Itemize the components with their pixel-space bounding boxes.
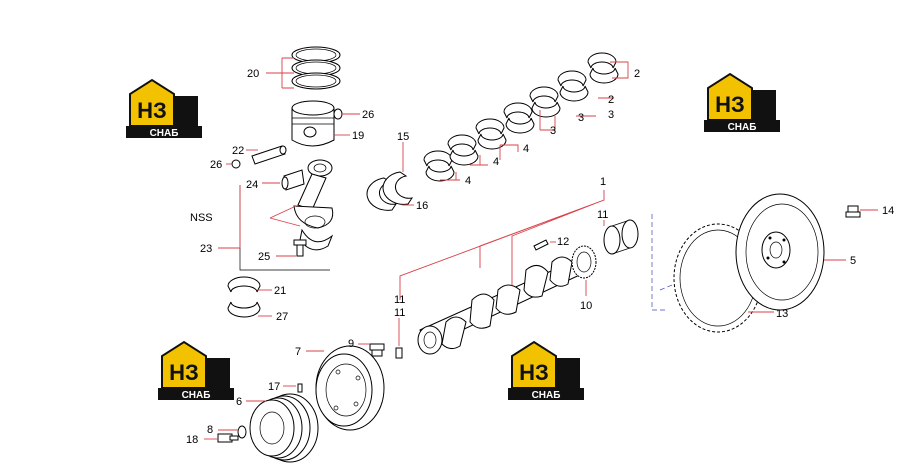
label-4: 4 [523,143,529,155]
label-21: 21 [274,285,286,297]
label-27: 27 [276,311,288,323]
pulley-pin [297,383,303,393]
label-20: 20 [247,68,259,80]
label-1: 1 [600,176,606,188]
label-3: 3 [550,125,556,137]
label-18: 18 [186,434,198,446]
main-bearing-shells [423,52,619,182]
svg-text:СНАБ: СНАБ [182,390,211,401]
label-16: 16 [416,200,428,212]
circlip [333,108,343,120]
svg-text:СНАБ: СНАБ [532,390,561,401]
label-nss: NSS [190,212,213,224]
label-11: 11 [394,307,405,319]
label-22: 22 [232,145,244,157]
label-23: 23 [200,243,212,255]
flywheel-bolt [845,205,861,218]
label-26: 26 [210,159,222,171]
label-19: 19 [352,130,364,142]
label-3: 3 [608,109,614,121]
svg-text:НЗ: НЗ [137,98,167,123]
label-10: 10 [580,300,592,312]
key-pin [533,239,549,251]
label-2: 2 [608,94,614,106]
rod-bearing-lower [227,301,261,318]
crankshaft-pulley [249,393,319,463]
label-12: 12 [557,236,569,248]
label-5: 5 [850,255,856,267]
crankshaft-gear [571,245,597,279]
label-11: 11 [597,209,608,221]
svg-text:СНАБ: СНАБ [150,128,179,139]
connecting-rod [293,159,334,251]
vibration-damper [315,345,385,431]
label-7: 7 [295,346,301,358]
thrust-washers [366,171,414,211]
label-4: 4 [493,156,499,168]
svg-text:НЗ: НЗ [169,360,199,385]
label-15: 15 [397,131,409,143]
crankshaft [417,256,589,355]
washer [237,425,247,439]
brand-logo: НЗ СНАБ [157,341,235,401]
label-25: 25 [258,251,270,263]
flywheel [735,193,825,311]
label-24: 24 [246,179,258,191]
brand-logo: НЗ СНАБ [125,79,203,139]
label-13: 13 [776,308,788,320]
dowel-pin [395,347,403,359]
label-8: 8 [207,424,213,436]
label-26: 26 [362,109,374,121]
label-9: 9 [348,338,354,350]
damper-bolt [369,343,385,357]
rod-bearing-upper [227,276,261,293]
rear-seal-sleeve [603,219,639,255]
svg-text:СНАБ: СНАБ [728,122,757,133]
label-11: 11 [394,294,405,306]
label-14: 14 [882,205,894,217]
piston-pin [251,145,287,165]
label-17: 17 [268,381,280,393]
small-end-bush [281,169,305,191]
label-2: 2 [634,68,640,80]
label-3: 3 [578,112,584,124]
piston [291,100,335,147]
rod-bolt [293,239,307,257]
pulley-bolt [217,433,239,443]
svg-text:НЗ: НЗ [519,360,549,385]
circlip [231,159,241,169]
brand-logo: НЗ СНАБ [507,341,585,401]
label-4: 4 [465,175,471,187]
label-6: 6 [236,396,242,408]
svg-text:НЗ: НЗ [715,92,745,117]
piston-rings [291,46,341,90]
brand-logo: НЗ СНАБ [703,73,781,133]
